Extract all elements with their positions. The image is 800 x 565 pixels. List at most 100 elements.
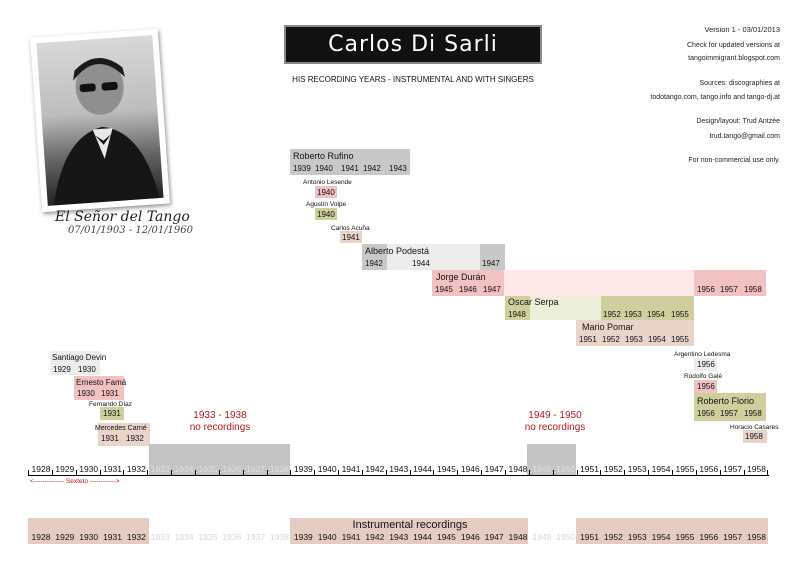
podesta-block-1942 (362, 244, 387, 270)
portrait-figure (53, 58, 160, 206)
page-title: Carlos Di Sarli (284, 25, 542, 64)
singer-name-diaz: Fernando Díaz (89, 401, 132, 408)
florio-year: 1957 (720, 409, 738, 418)
instrumental-band-1 (28, 518, 149, 544)
instrumental-year-label: 1934 (174, 532, 194, 542)
script-nickname: El Señor del Tango (55, 209, 190, 225)
instrumental-year-label: 1932 (126, 532, 146, 542)
instrumental-year-label: 1937 (246, 532, 266, 542)
ledesma-block (694, 358, 717, 371)
page-subtitle: HIS RECORDING YEARS - INSTRUMENTAL AND W… (292, 75, 534, 84)
axis-tick (290, 470, 292, 476)
axis-year-label: 1955 (675, 464, 695, 474)
gap-range-2: 1949 - 1950 (528, 410, 582, 421)
serpa-year: 1948 (508, 310, 526, 319)
axis-year-label: 1930 (79, 464, 99, 474)
blog-link[interactable]: tangoimmigrant.blogspot.com (688, 55, 780, 62)
axis-tick (528, 470, 530, 476)
singer-name-gale: Rodolfo Galé (684, 373, 722, 380)
instrumental-year-label: 1947 (484, 532, 504, 542)
instrumental-year-label: 1957 (723, 532, 743, 542)
axis-tick (767, 470, 769, 476)
axis-year-label: 1951 (580, 464, 599, 474)
instrumental-year-label: 1944 (413, 532, 433, 542)
pomar-year: 1953 (625, 335, 643, 344)
rufino-year: 1943 (389, 164, 407, 173)
instrumental-year-label: 1954 (651, 532, 671, 542)
axis-tick (552, 470, 554, 476)
instrumental-year-label: 1930 (79, 532, 99, 542)
carne-block (98, 423, 150, 446)
volpe-year: 1940 (317, 210, 335, 219)
axis-year-label: 1937 (246, 464, 266, 474)
gap-note-1: no recordings (189, 422, 251, 433)
instrumental-year-label: 1935 (198, 532, 218, 542)
gap-band-1933-1938 (149, 444, 290, 475)
axis-tick (51, 470, 53, 476)
axis-year-label: 1943 (389, 464, 409, 474)
duran-block-span (504, 270, 694, 296)
florio-year: 1956 (697, 409, 715, 418)
instrumental-year-label: 1955 (675, 532, 695, 542)
instrumental-year-label: 1952 (603, 532, 623, 542)
singer-name-serpa: Oscar Serpa (508, 297, 559, 307)
rufino-year: 1942 (363, 164, 381, 173)
pomar-year: 1951 (579, 335, 597, 344)
serpa-year: 1954 (647, 310, 665, 319)
portrait-image (36, 35, 164, 206)
sources-text: Sources: discographies at (699, 80, 780, 87)
duran-year: 1945 (435, 285, 453, 294)
podesta-year: 1947 (482, 259, 500, 268)
axis-tick (481, 470, 483, 476)
fama-block (74, 376, 124, 400)
axis-tick (218, 470, 220, 476)
diaz-block (100, 407, 124, 420)
instrumental-year-label: 1945 (436, 532, 456, 542)
axis-tick (123, 470, 125, 476)
axis-line (28, 475, 769, 476)
devin-block (50, 351, 100, 375)
instrumental-band-3 (576, 518, 768, 544)
pomar-year: 1955 (671, 335, 689, 344)
singer-name-acuna: Carlos Acuña (331, 225, 370, 232)
lesende-block (315, 186, 337, 198)
axis-year-label: 1948 (508, 464, 528, 474)
axis-tick (266, 470, 268, 476)
axis-year-label: 1942 (365, 464, 385, 474)
florio-block (694, 393, 766, 421)
duran-block-1945 (432, 270, 504, 296)
instrumental-label: Instrumental recordings (352, 519, 468, 531)
axis-year-label: 1954 (651, 464, 671, 474)
ledesma-year: 1956 (697, 360, 715, 369)
instrumental-year-label: 1953 (627, 532, 647, 542)
axis-year-label: 1931 (103, 464, 122, 474)
axis-year-label: 1936 (222, 464, 242, 474)
instrumental-year-label: 1939 (293, 532, 313, 542)
instrumental-year-label: 1941 (341, 532, 361, 542)
podesta-year: 1942 (365, 259, 383, 268)
carne-year: 1931 (101, 434, 119, 443)
axis-year-label: 1928 (31, 464, 51, 474)
axis-year-label: 1934 (174, 464, 194, 474)
instrumental-year-label: 1956 (699, 532, 719, 542)
devin-year: 1929 (53, 365, 71, 374)
axis-year-label: 1944 (413, 464, 433, 474)
instrumental-year-label: 1943 (389, 532, 409, 542)
axis-tick (743, 470, 745, 476)
axis-tick (457, 470, 459, 476)
carne-year: 1932 (126, 434, 144, 443)
instrumental-year-label: 1942 (365, 532, 385, 542)
axis-tick (99, 470, 101, 476)
axis-tick (361, 470, 363, 476)
gap-band-1949-1950 (527, 444, 576, 475)
singer-name-casares: Horacio Casares (730, 424, 779, 431)
fama-year: 1930 (77, 389, 95, 398)
podesta-block-span (387, 244, 480, 270)
axis-tick (648, 470, 650, 476)
instrumental-year-label: 1949 (532, 532, 552, 542)
email-link[interactable]: trud.tango@gmail.com (709, 133, 780, 140)
axis-tick (433, 470, 435, 476)
check-text: Check for updated versions at (687, 42, 780, 49)
axis-tick (505, 470, 506, 476)
axis-tick (409, 470, 411, 476)
